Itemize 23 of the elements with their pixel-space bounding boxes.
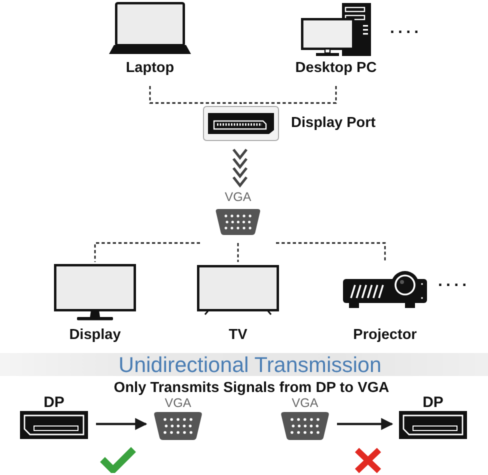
connector-label: DP	[422, 394, 444, 411]
chevron-arrow	[232, 148, 248, 188]
device-label: Desktop PC	[295, 60, 377, 77]
subtitle: Only Transmits Signals from DP to VGA	[112, 380, 390, 397]
ellipsis: ....	[438, 273, 472, 290]
device-label: Laptop	[126, 60, 174, 77]
connector-label: VGA	[292, 396, 318, 411]
ellipsis: ....	[390, 20, 424, 37]
dashed-connector	[149, 86, 242, 104]
connector-label: DP	[44, 394, 64, 411]
arrow	[337, 418, 394, 430]
diagram-title: Unidirectional Transmission	[118, 352, 382, 376]
connector-label: VGA	[224, 190, 252, 205]
dashed-connector	[237, 242, 239, 262]
port-label: Display Port	[291, 114, 376, 132]
device-label: Projector	[353, 327, 417, 344]
connector-label: VGA	[164, 396, 192, 411]
arrow	[96, 418, 148, 430]
dashed-connector	[240, 86, 337, 104]
device-label: TV	[228, 327, 248, 344]
device-label: Display	[69, 327, 121, 344]
dashed-connector	[94, 242, 201, 262]
dashed-connector	[275, 242, 386, 262]
